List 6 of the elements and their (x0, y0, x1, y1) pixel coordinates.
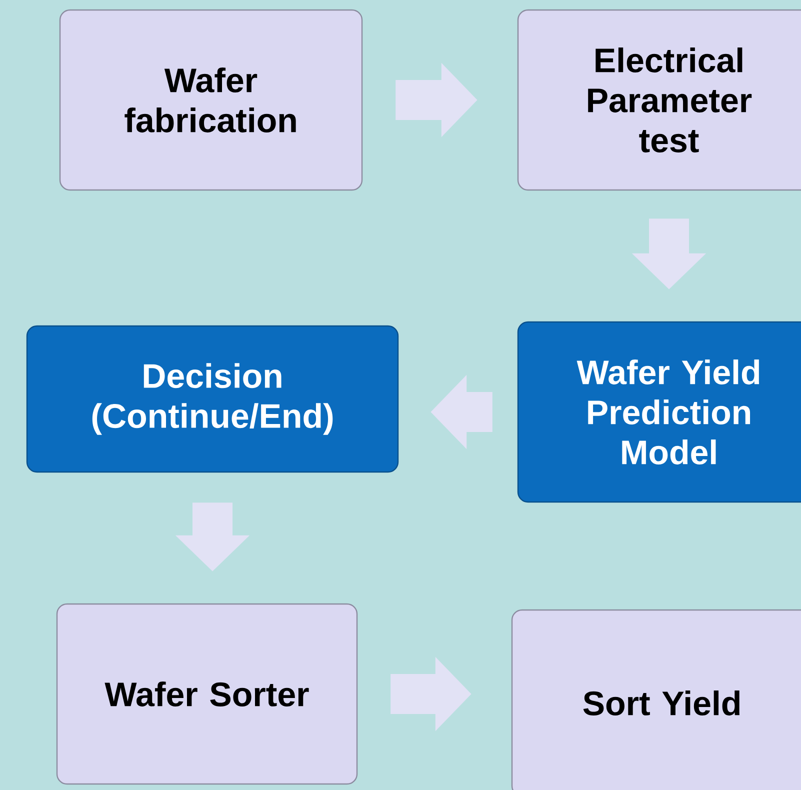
process-box: Electrical Parameter test (517, 9, 801, 191)
process-box: Wafer Sorter (56, 603, 358, 785)
process-box: Wafer fabrication (59, 9, 363, 191)
process-box: Sort Yield (511, 609, 801, 790)
highlighted-box: Wafer Yield Prediction Model (517, 321, 801, 503)
highlighted-box: Decision (Continue/End) (26, 325, 399, 473)
